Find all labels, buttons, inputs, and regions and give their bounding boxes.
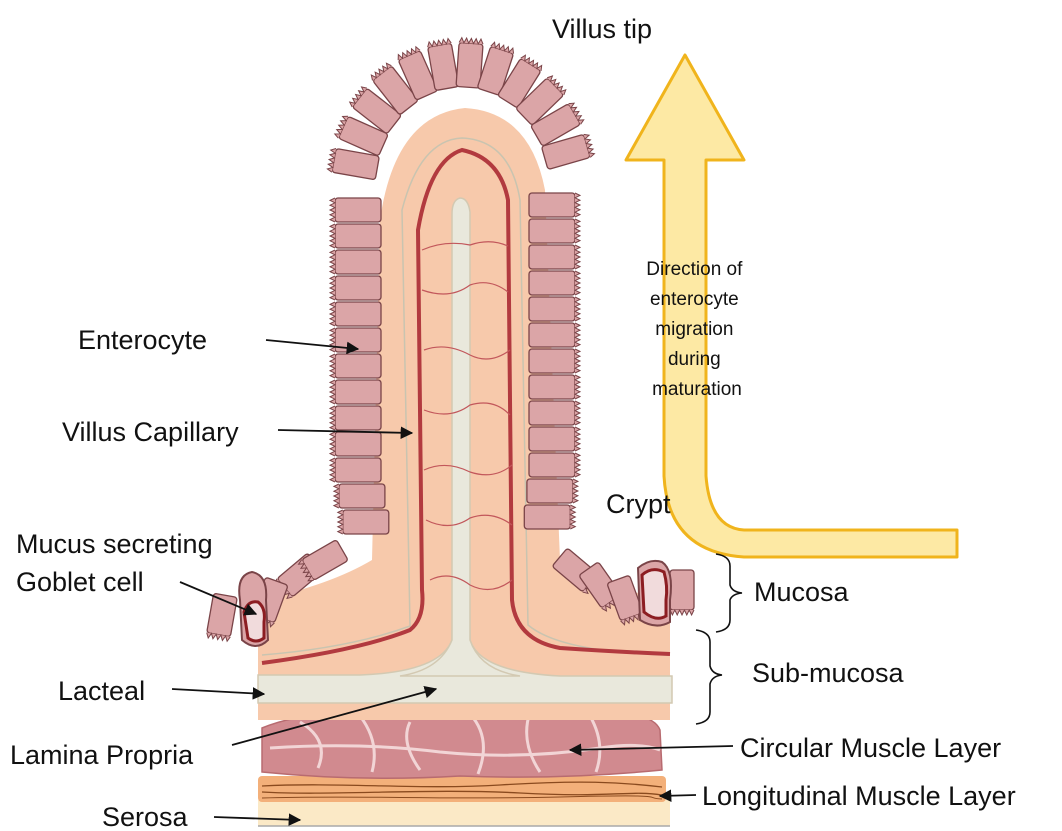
enterocyte-cell [529,375,580,399]
enterocyte-cell [529,297,580,321]
enterocyte-cell [330,432,381,456]
enterocyte-cell [206,593,237,641]
enterocyte-cell [334,484,385,508]
direction-line-5: maturation [652,379,742,400]
enterocyte-cell [338,510,389,534]
enterocyte-cell [330,276,381,300]
tissue-layers [258,108,672,826]
sub-mucosa-bracket [696,630,722,724]
enterocyte-cell [529,323,580,347]
mucosa-bracket [716,554,742,632]
lamina-propria-label: Lamina Propria [10,740,194,770]
enterocyte-cell [330,250,381,274]
enterocyte-cell [529,401,580,425]
direction-line-2: enterocyte [650,289,739,310]
direction-line-4: during [668,349,721,370]
circular-muscle-label: Circular Muscle Layer [740,733,1001,763]
enterocyte-cell [524,505,575,529]
enterocyte-cell [330,224,381,248]
goblet-cell-label: Goblet cell [16,567,144,597]
enterocyte-cell [527,479,578,503]
direction-line-3: migration [655,319,733,340]
enterocyte-cell [330,406,381,430]
enterocyte-cell [529,427,580,451]
enterocyte-cell [529,245,580,269]
serosa-layer [258,800,670,826]
mucus-secreting-label: Mucus secreting [16,529,213,559]
goblet-cell-right [638,561,671,626]
enterocyte-cell [330,458,381,482]
enterocyte-cell [330,380,381,404]
mucosa-label: Mucosa [754,577,850,607]
enterocyte-cell [529,453,580,477]
serosa-label: Serosa [102,802,189,831]
enterocyte-cell [529,271,580,295]
enterocyte-cell [330,198,381,222]
enterocyte-cell [529,193,580,217]
sub-mucosa-label: Sub-mucosa [752,658,905,688]
villus-capillary-label: Villus Capillary [62,417,239,447]
enterocyte-cell [330,354,381,378]
enterocyte-cell [529,219,580,243]
direction-line-1: Direction of [646,259,743,280]
longitudinal-muscle-label: Longitudinal Muscle Layer [702,781,1016,811]
enterocyte-cell [330,302,381,326]
enterocyte-cell [529,349,580,373]
enterocyte-cell [670,570,694,615]
lacteal-pointer [172,689,264,694]
villus-tip-label: Villus tip [552,14,652,44]
crypt-label: Crypt [606,489,671,519]
lacteal-label: Lacteal [58,676,145,706]
longitudinal-muscle-pointer [660,795,696,796]
enterocyte-label: Enterocyte [78,325,207,355]
